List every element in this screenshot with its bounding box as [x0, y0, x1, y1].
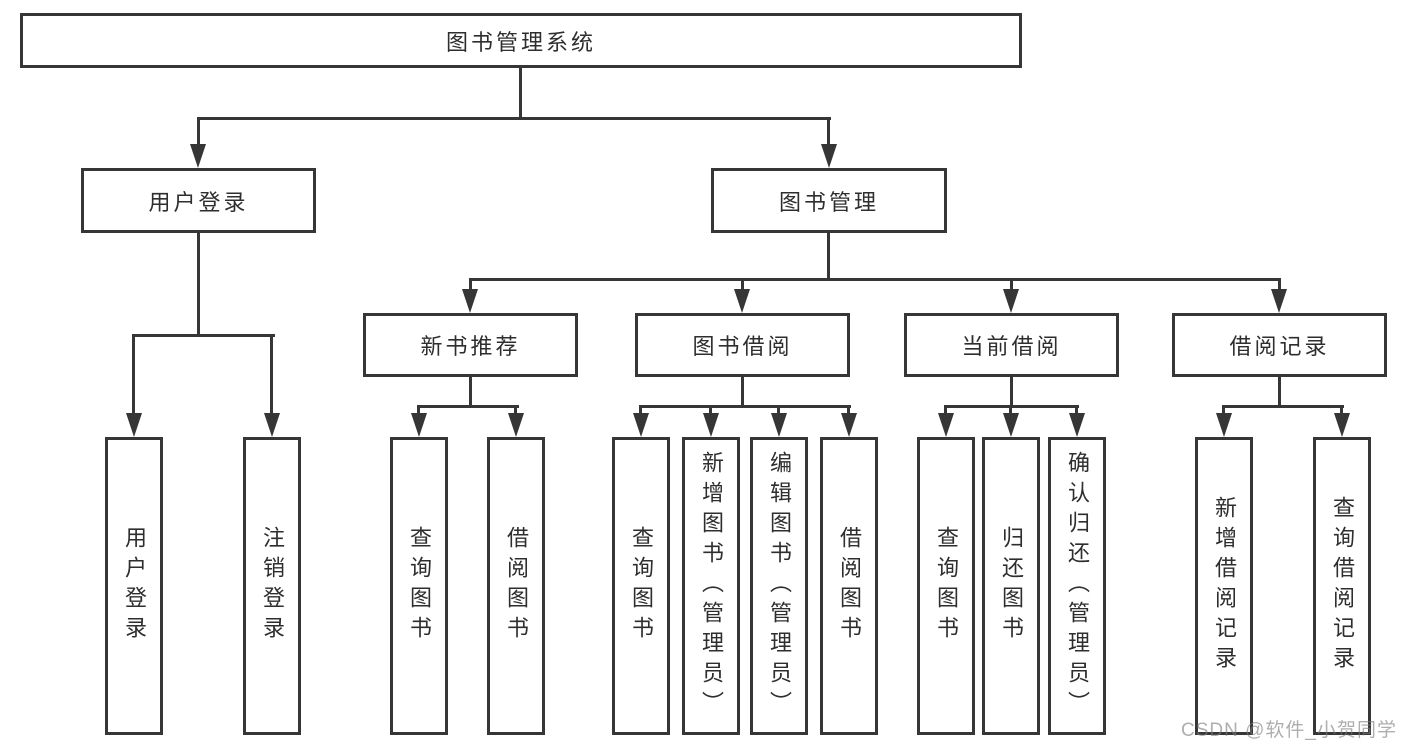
connector-line [1009, 405, 1012, 415]
arrow-down-icon [703, 413, 719, 437]
arrow-down-icon [633, 413, 649, 437]
connector-line [1222, 405, 1225, 415]
connector-line [1340, 405, 1343, 415]
connector-line [270, 334, 273, 417]
connector-line [741, 377, 744, 408]
leaf-user-login: 用户登录 [105, 437, 163, 735]
leaf-query-books: 查询图书 [612, 437, 670, 735]
connector-line [741, 278, 744, 292]
leaf-query-borrow-record: 查询借阅记录 [1313, 437, 1371, 735]
arrow-down-icon [734, 289, 750, 313]
leaf-borrow-books: 借阅图书 [487, 437, 545, 735]
connector-line [519, 68, 522, 120]
leaf-query-books: 查询图书 [917, 437, 975, 735]
connector-line [469, 377, 472, 408]
leaf-borrow-books: 借阅图书 [820, 437, 878, 735]
connector-line [469, 278, 472, 292]
arrow-down-icon [821, 144, 837, 168]
connector-line [417, 405, 519, 408]
leaf-add-books-admin: 新增图书（管理员） [682, 437, 740, 735]
arrow-down-icon [411, 413, 427, 437]
node-user-login: 用户登录 [81, 168, 316, 233]
node-borrow-records: 借阅记录 [1172, 313, 1387, 377]
node-new-book-recommend: 新书推荐 [363, 313, 578, 377]
connector-line [417, 405, 420, 415]
node-book-management: 图书管理 [711, 168, 947, 233]
connector-line [132, 334, 135, 417]
watermark: CSDN @软件_小贺同学 [1181, 720, 1397, 741]
arrow-down-icon [771, 413, 787, 437]
arrow-down-icon [938, 413, 954, 437]
connector-line [514, 405, 517, 415]
connector-line [1222, 405, 1344, 408]
connector-line [827, 233, 830, 281]
connector-line [639, 405, 851, 408]
leaf-add-borrow-record: 新增借阅记录 [1195, 437, 1253, 735]
leaf-edit-books-admin: 编辑图书（管理员） [750, 437, 808, 735]
leaf-query-books: 查询图书 [390, 437, 448, 735]
leaf-logout: 注销登录 [243, 437, 301, 735]
connector-line [639, 405, 642, 415]
arrow-down-icon [1334, 413, 1350, 437]
arrow-down-icon [1003, 413, 1019, 437]
connector-line [1278, 278, 1281, 292]
connector-line [827, 117, 830, 148]
node-current-borrow: 当前借阅 [904, 313, 1119, 377]
node-root-system: 图书管理系统 [20, 13, 1022, 68]
arrow-down-icon [1069, 413, 1085, 437]
arrow-down-icon [1003, 289, 1019, 313]
connector-line [1075, 405, 1078, 415]
connector-line [469, 278, 1281, 281]
arrow-down-icon [508, 413, 524, 437]
leaf-return-books: 归还图书 [982, 437, 1040, 735]
arrow-down-icon [841, 413, 857, 437]
arrow-down-icon [190, 144, 206, 168]
connector-line [709, 405, 712, 415]
arrow-down-icon [1216, 413, 1232, 437]
connector-line [777, 405, 780, 415]
connector-line [944, 405, 947, 415]
arrow-down-icon [264, 413, 280, 437]
leaf-confirm-return-admin: 确认归还（管理员） [1048, 437, 1106, 735]
connector-line [1010, 278, 1013, 292]
connector-line [1278, 377, 1281, 408]
connector-line [847, 405, 850, 415]
arrow-down-icon [462, 289, 478, 313]
connector-line [197, 233, 200, 337]
connector-line [1010, 377, 1013, 408]
node-book-borrow: 图书借阅 [635, 313, 850, 377]
connector-line [132, 334, 275, 337]
arrow-down-icon [126, 413, 142, 437]
connector-line [197, 117, 200, 148]
arrow-down-icon [1271, 289, 1287, 313]
connector-line [197, 117, 831, 120]
